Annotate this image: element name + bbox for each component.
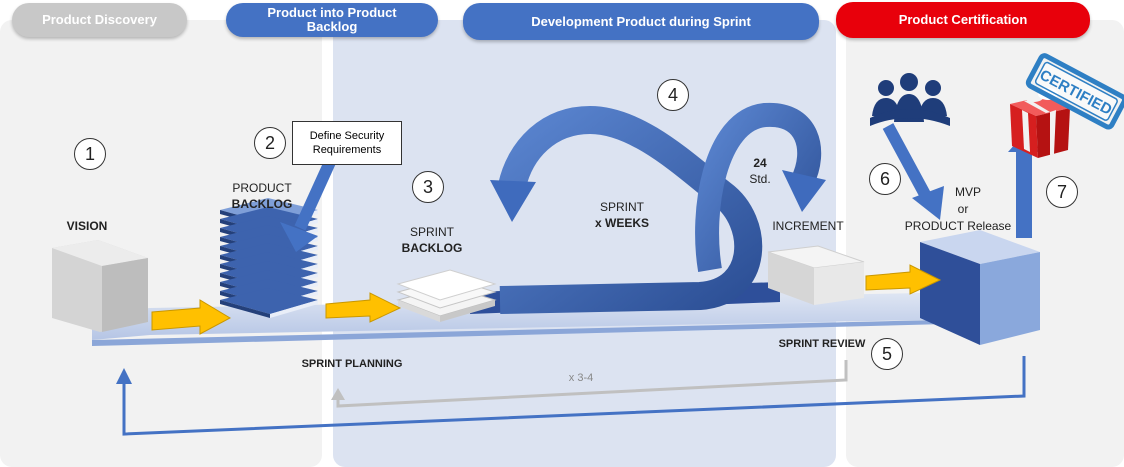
mvp-line-2: or bbox=[957, 202, 969, 216]
step-4: 4 bbox=[657, 79, 689, 111]
security-line-2: Requirements bbox=[312, 144, 382, 156]
vision-label: VISION bbox=[66, 219, 108, 233]
gift-box-icon bbox=[1010, 88, 1070, 158]
security-line-1: Define Security bbox=[309, 130, 385, 142]
sprint-line-1: SPRINT bbox=[599, 200, 644, 214]
stakeholder-arrow bbox=[882, 123, 944, 220]
sprint-backlog-line-2: BACKLOG bbox=[401, 241, 463, 255]
release-block bbox=[920, 230, 1040, 345]
mvp-line-1: MVP bbox=[954, 185, 981, 199]
backlog-sheet-edge bbox=[270, 300, 318, 318]
daily-standup-label: 24 Std. bbox=[740, 155, 780, 187]
backlog-sheet bbox=[220, 288, 318, 314]
increment-block bbox=[767, 245, 865, 305]
increment-label: INCREMENT bbox=[772, 219, 844, 233]
sprint-review-label: SPRINT REVIEW bbox=[778, 338, 866, 350]
daily-line-2: Std. bbox=[749, 172, 771, 186]
feedback-loop-arrow bbox=[116, 356, 1026, 436]
phase-product-discovery: Product Discovery bbox=[12, 3, 187, 37]
step-1: 1 bbox=[74, 138, 106, 170]
sprint-loop-arrow bbox=[490, 105, 763, 314]
product-backlog-line-1: PRODUCT bbox=[232, 181, 292, 195]
yellow-arrow-1 bbox=[151, 299, 232, 335]
step-3: 3 bbox=[412, 171, 444, 203]
step-2: 2 bbox=[254, 127, 286, 159]
loop-count-label: x 3-4 bbox=[568, 372, 594, 384]
team-icon bbox=[870, 73, 950, 126]
phase-product-certification: Product Certification bbox=[836, 2, 1090, 38]
yellow-arrow-2 bbox=[325, 292, 402, 323]
security-requirements-box: Define Security Requirements bbox=[292, 121, 402, 165]
iteration-loop-arrow bbox=[331, 360, 848, 408]
sprint-planning-label: SPRINT PLANNING bbox=[301, 358, 403, 370]
daily-line-1: 24 bbox=[753, 156, 767, 170]
mvp-label: MVP or PRODUCT Release bbox=[898, 184, 1018, 235]
sprint-line-2: x WEEKS bbox=[594, 216, 649, 230]
product-backlog-line-2: BACKLOG bbox=[231, 197, 293, 211]
phase-product-backlog: Product into Product Backlog bbox=[226, 3, 438, 37]
security-arrow bbox=[280, 159, 336, 252]
sprint-backlog-stack bbox=[396, 269, 497, 322]
step-7: 7 bbox=[1046, 176, 1078, 208]
yellow-arrow-3 bbox=[865, 264, 942, 295]
phase-development-sprint: Development Product during Sprint bbox=[463, 3, 819, 40]
sprint-weeks-label: SPRINT x WEEKS bbox=[582, 199, 662, 231]
backlog-sheet-edge bbox=[220, 300, 270, 318]
step-5: 5 bbox=[871, 338, 903, 370]
daily-loop-arrow bbox=[695, 102, 826, 272]
vision-block bbox=[52, 240, 148, 332]
conveyor-belt bbox=[92, 292, 1024, 346]
sprint-backlog-label: SPRINT BACKLOG bbox=[392, 224, 472, 256]
product-backlog-label: PRODUCT BACKLOG bbox=[222, 180, 302, 212]
sprint-backlog-line-1: SPRINT bbox=[409, 225, 454, 239]
step-6: 6 bbox=[869, 163, 901, 195]
mvp-line-3: PRODUCT Release bbox=[904, 219, 1012, 233]
